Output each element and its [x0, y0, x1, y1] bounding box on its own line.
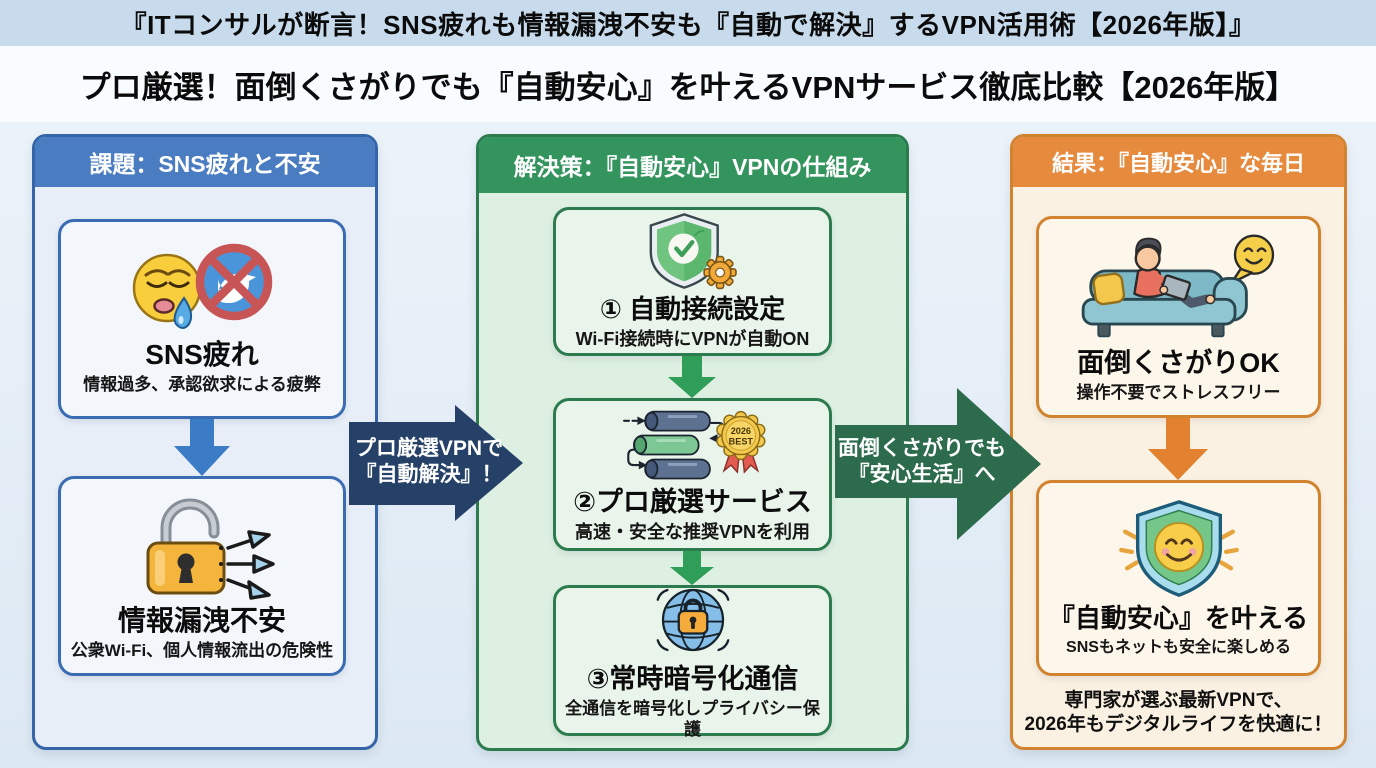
globe-padlock-icon: [656, 588, 729, 652]
banner-title: 『ITコンサルが断言！SNS疲れも情報漏洩不安も『自動で解決』するVPN活用術【…: [120, 9, 1256, 40]
best-badge: 2026 BEST: [715, 410, 765, 474]
card-auto-connect-title: ① 自動接続設定: [599, 294, 786, 325]
vpn-servers-best-badge-icon: 2026 BEST: [622, 410, 765, 479]
shield-smiley-icon: [1118, 499, 1239, 597]
arrow-solution-to-result: 面倒くさがりでも 『安心生活』へ: [835, 386, 1043, 542]
right-arrow-navy-icon: [349, 405, 523, 521]
arrow1-line1: プロ厳選VPNで: [354, 437, 504, 460]
card-auto-connect: ① 自動接続設定 Wi-Fi接続時にVPNが自動ON: [553, 207, 832, 356]
card-encrypted-desc: 全通信を暗号化しプライバシー保護: [565, 699, 820, 739]
card-sns-fatigue-desc: 情報過多、承認欲求による疲弊: [83, 375, 321, 395]
subtitle-band: プロ厳選！面倒くさがりでも『自動安心』を叶えるVPNサービス徹底比較【2026年…: [0, 46, 1376, 122]
panel-solution-header-label: 解決策：『自動安心』VPNの仕組み: [513, 154, 872, 180]
arrow-solution-to-result-label: 面倒くさがりでも 『安心生活』へ: [837, 436, 1007, 488]
down-arrow-orange-icon: [1148, 418, 1208, 480]
card-data-leak-title: 情報漏洩不安: [117, 605, 286, 637]
card-sns-fatigue: SNS疲れ 情報過多、承認欲求による疲弊: [58, 219, 346, 419]
card-auto-peace-desc: SNSもネットも安全に楽しめる: [1066, 638, 1291, 656]
arrow1-line2: 『自動解決』！: [355, 463, 503, 486]
arrow2-line2: 『安心生活』へ: [848, 463, 996, 486]
badge-year-label: 2026: [730, 426, 750, 436]
weary-face-blocked-sns-icon: [132, 243, 273, 330]
panel-result: 結果：『自動安心』な毎日: [1010, 134, 1347, 750]
down-arrow-green-2-icon: [670, 551, 714, 585]
right-arrow-green-icon: [835, 388, 1041, 540]
panel-result-header: 結果：『自動安心』な毎日: [1013, 137, 1344, 187]
shield-check-gear-icon: [649, 213, 737, 290]
down-arrow-blue-icon: [174, 419, 230, 476]
down-arrow-green-1-icon: [668, 356, 716, 398]
panel-problem-header: 課題：SNS疲れと不安: [35, 137, 375, 187]
card-encrypted-title: ③常時暗号化通信: [586, 664, 799, 694]
card-pro-selected-desc: 高速・安全な推奨VPNを利用: [574, 521, 810, 542]
card-lazy-ok: 面倒くさがりOK 操作不要でストレスフリー: [1036, 216, 1321, 418]
card-auto-peace-title: 『自動安心』を叶える: [1048, 602, 1309, 633]
result-footer-line1: 専門家が選ぶ最新VPNで、: [1064, 690, 1293, 711]
leaking-unlocked-padlock-icon: [146, 498, 275, 600]
panel-problem-header-label: 課題：SNS疲れと不安: [89, 151, 321, 177]
card-auto-peace: 『自動安心』を叶える SNSもネットも安全に楽しめる: [1036, 480, 1321, 676]
card-auto-connect-desc: Wi-Fi接続時にVPNが自動ON: [575, 329, 810, 350]
result-footer-line2: 2026年もデジタルライフを快適に！: [1024, 714, 1333, 735]
panel-problem: 課題：SNS疲れと不安 SNS疲れ 情報過多、承認欲求による疲弊: [32, 134, 378, 750]
card-lazy-ok-desc: 操作不要でストレスフリー: [1076, 382, 1281, 402]
card-data-leak: 情報漏洩不安 公衆Wi-Fi、個人情報流出の危険性: [58, 476, 346, 676]
result-footer: 専門家が選ぶ最新VPNで、 2026年もデジタルライフを快適に！: [1013, 689, 1344, 737]
panel-solution-header: 解決策：『自動安心』VPNの仕組み: [479, 137, 906, 193]
badge-best-label: BEST: [728, 436, 753, 446]
arrow-problem-to-solution-label: プロ厳選VPNで 『自動解決』！: [349, 436, 509, 488]
page-title: プロ厳選！面倒くさがりでも『自動安心』を叶えるVPNサービス徹底比較【2026年…: [79, 69, 1297, 105]
panel-result-header-label: 結果：『自動安心』な毎日: [1051, 151, 1305, 176]
card-data-leak-desc: 公衆Wi-Fi、個人情報流出の危険性: [70, 641, 334, 661]
arrow-problem-to-solution: プロ厳選VPNで 『自動解決』！: [349, 400, 525, 526]
card-encrypted: ③常時暗号化通信 全通信を暗号化しプライバシー保護: [553, 585, 832, 739]
arrow2-line1: 面倒くさがりでも: [838, 437, 1006, 460]
card-sns-fatigue-title: SNS疲れ: [145, 339, 259, 371]
top-banner: 『ITコンサルが断言！SNS疲れも情報漏洩不安も『自動で解決』するVPN活用術【…: [0, 0, 1376, 46]
card-pro-selected: 2026 BEST ②プロ厳選サービス 高速・安全な推奨VPNを利用: [553, 398, 832, 551]
card-lazy-ok-title: 面倒くさがりOK: [1077, 347, 1280, 378]
card-pro-selected-title: ②プロ厳選サービス: [573, 486, 812, 517]
relaxing-on-couch-icon: [1081, 234, 1274, 337]
